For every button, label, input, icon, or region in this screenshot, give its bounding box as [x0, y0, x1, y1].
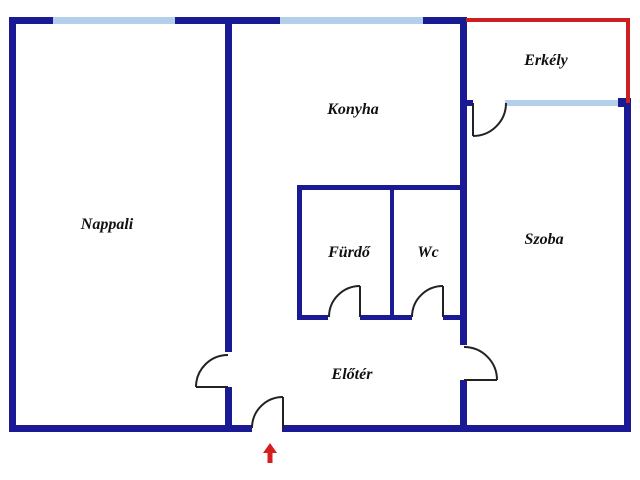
wall-bathroom-wc-divider	[390, 185, 394, 320]
room-label-nappali: Nappali	[80, 216, 134, 233]
wall-konyha-szoba-upper	[460, 17, 467, 345]
room-label-wc: Wc	[417, 244, 439, 261]
wall-bathroom-box-bottom-1	[297, 315, 328, 320]
room-label-furdo: Fürdő	[328, 244, 370, 261]
wall-bathroom-box-bottom-3	[443, 315, 467, 320]
door-balcony	[472, 102, 507, 137]
window-szoba	[505, 100, 618, 106]
wall-right-outer	[624, 98, 631, 432]
balcony-outline-right	[626, 18, 630, 103]
wall-top-segment-3	[423, 17, 466, 24]
door-wc	[411, 285, 444, 318]
wall-szoba-window-stub	[460, 100, 473, 106]
wall-nappali-divider-upper	[225, 17, 232, 352]
door-szoba	[463, 346, 498, 381]
wall-bottom-segment-left	[9, 425, 252, 432]
wall-top-segment-1	[9, 17, 53, 24]
door-nappali	[195, 354, 229, 388]
wall-bottom-segment-right	[282, 425, 631, 432]
window-nappali	[53, 17, 175, 24]
entrance-arrow-icon	[263, 443, 277, 463]
room-label-erkely: Erkély	[524, 52, 568, 69]
room-label-eloter: Előtér	[331, 366, 373, 383]
room-label-konyha: Konyha	[327, 101, 379, 118]
wall-bathroom-box-bottom-2	[360, 315, 412, 320]
wall-szoba-window-corner	[618, 98, 631, 107]
wall-bathroom-box-top	[297, 185, 467, 190]
door-entrance	[251, 396, 284, 429]
balcony-outline-top	[466, 18, 630, 22]
wall-szoba-lower	[460, 380, 467, 432]
room-label-szoba: Szoba	[524, 231, 564, 248]
wall-nappali-divider-lower	[225, 387, 232, 432]
wall-left-outer	[9, 17, 16, 432]
wall-bathroom-box-left	[297, 185, 302, 320]
door-furdo	[328, 285, 361, 318]
window-konyha	[280, 17, 423, 24]
